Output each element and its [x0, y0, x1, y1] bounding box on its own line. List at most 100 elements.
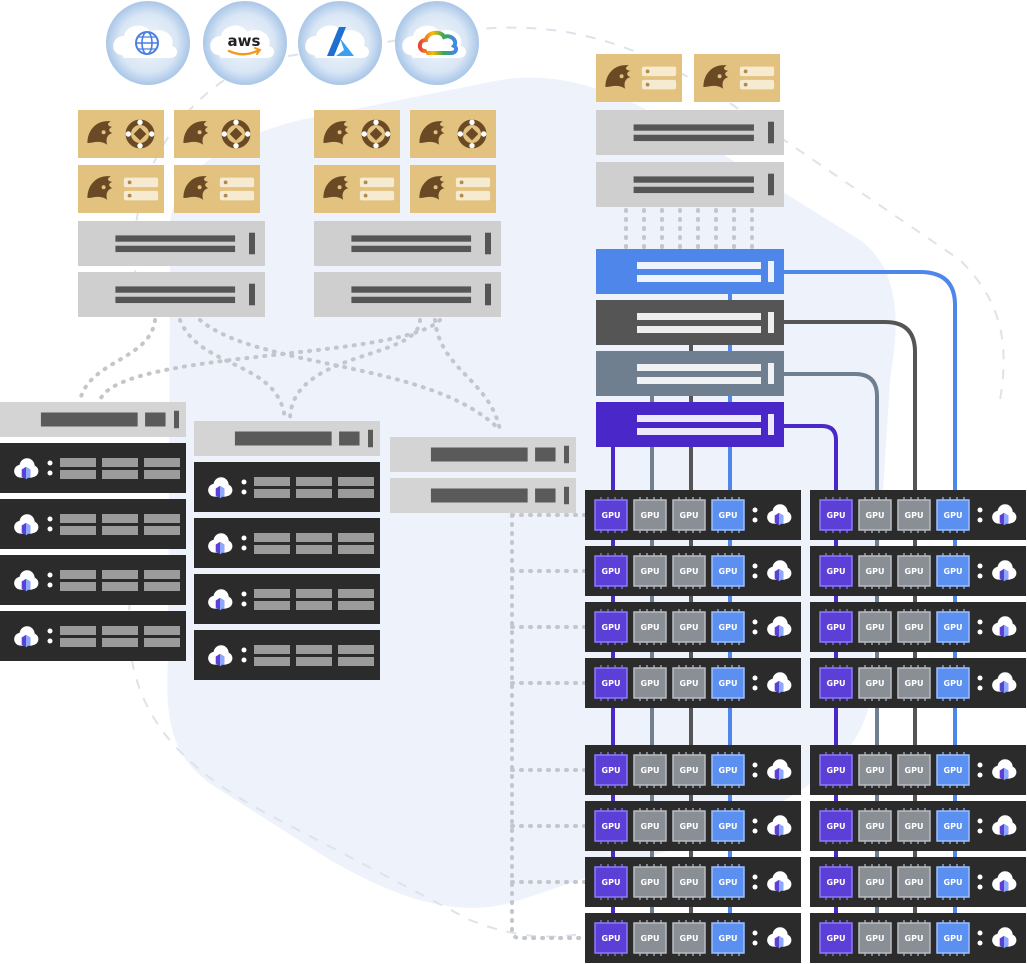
storage-tile[interactable]: [410, 165, 496, 213]
gpu-label: GPU: [719, 567, 738, 576]
storage-tile[interactable]: [314, 165, 400, 213]
storage-tile[interactable]: [410, 110, 496, 158]
gpu-label: GPU: [641, 766, 660, 775]
gpu-label: GPU: [827, 822, 846, 831]
storage-tile[interactable]: [596, 54, 682, 102]
storage-tile[interactable]: [78, 110, 164, 158]
gpu-chip: GPU: [633, 665, 667, 701]
gpu-chip: GPU: [594, 609, 628, 645]
gpu-label: GPU: [602, 679, 621, 688]
ring-hub-icon: [126, 120, 155, 149]
gpu-chip: GPU: [936, 752, 970, 788]
gpu-chip: GPU: [819, 864, 853, 900]
gpu-label: GPU: [905, 567, 924, 576]
gpu-chip: GPU: [711, 497, 745, 533]
head-server[interactable]: [194, 421, 380, 456]
compute-server[interactable]: [0, 499, 186, 549]
switch-slate[interactable]: [596, 351, 784, 396]
google-cloud-icon[interactable]: [395, 1, 479, 85]
gpu-chip: GPU: [672, 553, 706, 589]
gpu-chip: GPU: [633, 808, 667, 844]
gpu-chip: GPU: [672, 864, 706, 900]
gpu-chip: GPU: [897, 808, 931, 844]
gpu-label: GPU: [680, 679, 699, 688]
gpu-chip: GPU: [819, 752, 853, 788]
compute-server[interactable]: [0, 611, 186, 661]
head-server[interactable]: [390, 478, 576, 513]
gpu-label: GPU: [719, 822, 738, 831]
gpu-label: GPU: [602, 822, 621, 831]
gpu-chip: GPU: [633, 752, 667, 788]
ring-hub-icon: [458, 120, 487, 149]
gpu-label: GPU: [866, 934, 885, 943]
compute-server[interactable]: [194, 630, 380, 680]
switch-charcoal[interactable]: [596, 300, 784, 345]
dotted-links-switch: [624, 208, 754, 250]
storage-server[interactable]: [596, 162, 784, 207]
gpu-label: GPU: [866, 766, 885, 775]
aws-label: aws: [228, 32, 261, 50]
compute-server[interactable]: [0, 555, 186, 605]
gpu-label: GPU: [827, 623, 846, 632]
compute-server[interactable]: [194, 518, 380, 568]
gpu-chip: GPU: [858, 609, 892, 645]
gpu-chip: GPU: [711, 553, 745, 589]
storage-server[interactable]: [314, 272, 501, 317]
dotted-links-gpu: [510, 513, 587, 940]
gpu-label: GPU: [944, 679, 963, 688]
switch-blue[interactable]: [596, 249, 784, 294]
globe-cloud-icon[interactable]: [106, 1, 190, 85]
gpu-chip: GPU: [633, 864, 667, 900]
storage-tile[interactable]: [78, 165, 164, 213]
storage-server[interactable]: [78, 221, 265, 266]
aws-cloud-icon[interactable]: aws: [203, 1, 287, 85]
gpu-chip: GPU: [594, 920, 628, 956]
compute-server[interactable]: [194, 462, 380, 512]
gpu-label: GPU: [827, 511, 846, 520]
storage-tile[interactable]: [174, 165, 260, 213]
compute-server[interactable]: [0, 443, 186, 493]
gpu-label: GPU: [944, 822, 963, 831]
switch-purple[interactable]: [596, 402, 784, 447]
gpu-label: GPU: [827, 766, 846, 775]
gpu-label: GPU: [719, 934, 738, 943]
storage-server[interactable]: [596, 110, 784, 155]
server-rack-middle: [194, 421, 380, 680]
gpu-chip: GPU: [858, 808, 892, 844]
gpu-chip: GPU: [897, 609, 931, 645]
gpu-label: GPU: [827, 878, 846, 887]
head-server[interactable]: [0, 402, 186, 437]
storage-server[interactable]: [314, 221, 501, 266]
gpu-chip: GPU: [936, 665, 970, 701]
head-server[interactable]: [390, 437, 576, 472]
storage-cluster-middle: [314, 110, 501, 317]
storage-tile[interactable]: [694, 54, 780, 102]
storage-tile[interactable]: [314, 110, 400, 158]
storage-tile[interactable]: [174, 110, 260, 158]
gpu-chip: GPU: [594, 497, 628, 533]
dotted-links-upper: [78, 318, 502, 432]
storage-cluster-left: [78, 110, 265, 317]
storage-server[interactable]: [78, 272, 265, 317]
compute-server[interactable]: [194, 574, 380, 624]
azure-cloud-icon[interactable]: [298, 1, 382, 85]
gpu-label: GPU: [866, 679, 885, 688]
gpu-label: GPU: [602, 623, 621, 632]
